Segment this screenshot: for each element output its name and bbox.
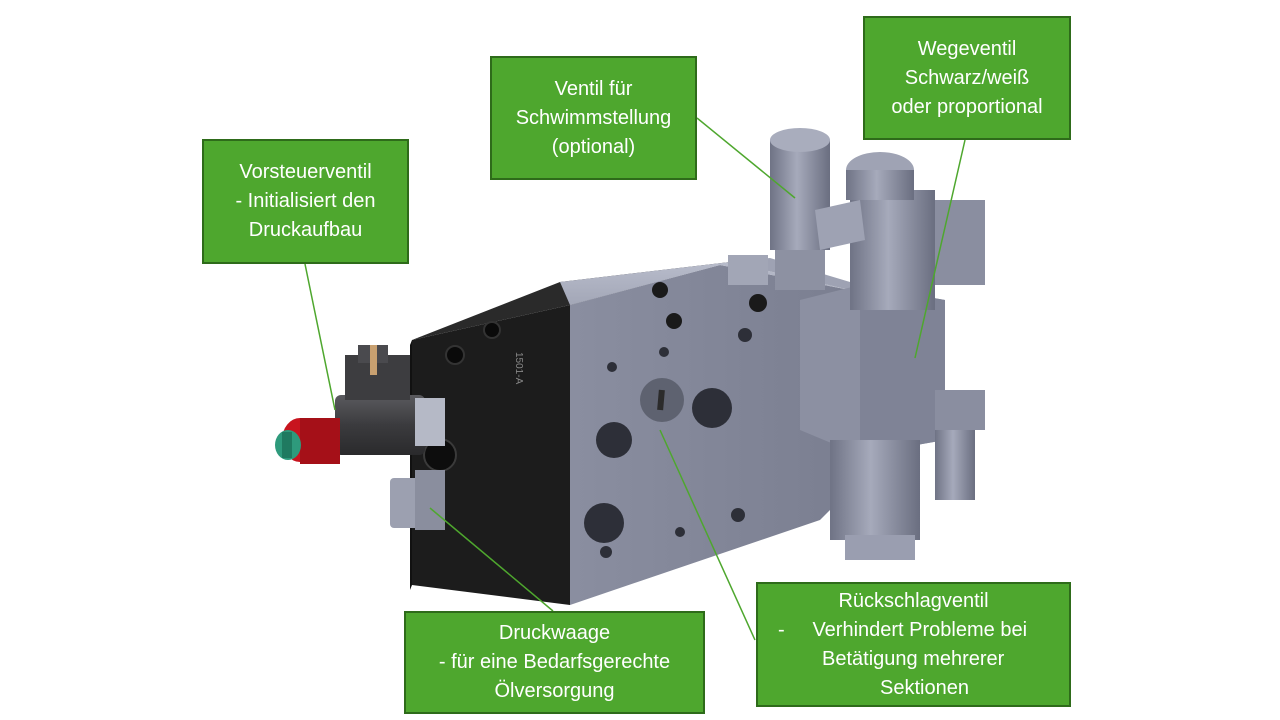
leader-lines xyxy=(304,117,966,641)
callout-title: Rückschlagventil xyxy=(838,589,989,612)
right-valve-body xyxy=(800,152,985,560)
callout-pressure-compensator: Druckwaage - für eine Bedarfsgerechte Öl… xyxy=(404,611,705,714)
leader-line-pilot xyxy=(304,263,336,411)
leader-line-check xyxy=(659,429,756,641)
leader-line-float xyxy=(696,117,796,199)
callout-line: (optional) xyxy=(551,135,636,158)
callout-line: Ölversorgung xyxy=(494,680,615,702)
callout-line: - Verhindert Probleme bei xyxy=(778,618,1028,641)
pressure-compensator-cap xyxy=(390,470,445,530)
callout-line: Vorsteuerventil xyxy=(239,161,372,183)
callout-line: Sektionen xyxy=(880,676,969,699)
float-position-valve xyxy=(728,128,865,290)
grey-main-body xyxy=(560,258,860,605)
callout-line: - Initialisiert den xyxy=(235,190,376,212)
callout-directional-valve: Wegeventil Schwarz/weiß oder proportiona… xyxy=(863,16,1071,140)
leader-line-pressure xyxy=(429,507,554,612)
callout-line: Ventil für xyxy=(554,77,633,100)
callout-line: Druckaufbau xyxy=(248,219,363,241)
callout-pilot-valve: Vorsteuerventil - Initialisiert den Druc… xyxy=(202,139,409,264)
callout-line: Schwimmstellung xyxy=(515,106,672,129)
callout-line: Schwarz/weiß xyxy=(904,66,1030,89)
callout-line: Druckwaage xyxy=(498,622,611,644)
callout-line: Betätigung mehrerer xyxy=(822,647,1005,670)
leader-line-dirvalve xyxy=(914,139,966,359)
callout-check-valve: Rückschlagventil - Verhindert Probleme b… xyxy=(756,582,1071,707)
callout-line: oder proportional xyxy=(891,95,1043,118)
callout-line: - für eine Bedarfsgerechte xyxy=(438,651,671,673)
pilot-valve-solenoid xyxy=(275,345,445,464)
callout-float-valve: Ventil für Schwimmstellung (optional) xyxy=(490,56,697,180)
part-marking: 1501-A xyxy=(513,352,524,385)
callout-line: Wegeventil xyxy=(917,37,1017,60)
